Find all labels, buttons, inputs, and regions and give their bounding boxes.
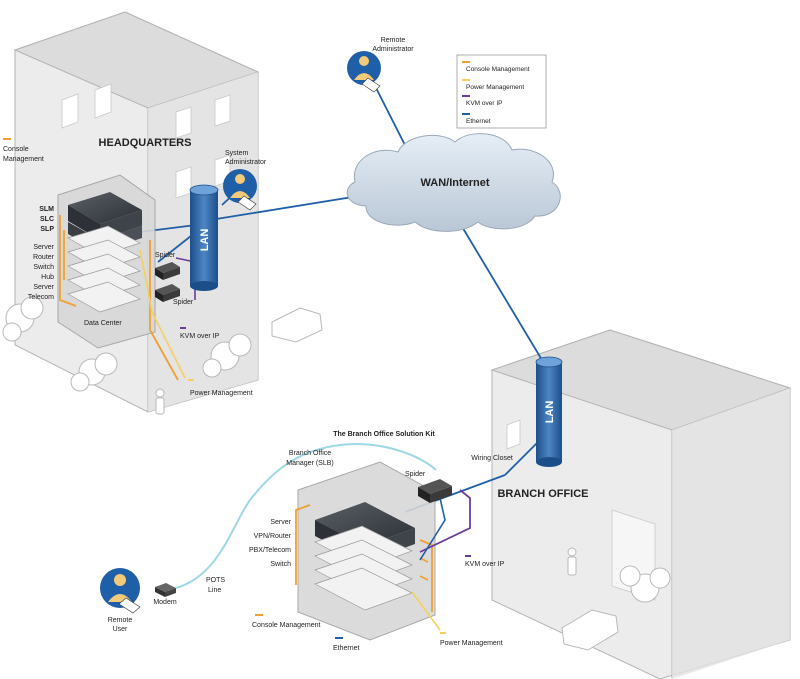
- legend-item-ethernet: Ethernet: [462, 113, 491, 125]
- hq-spider-label-1: Spider: [155, 252, 176, 259]
- pots-line: [175, 443, 437, 589]
- hq-rack: [57, 174, 196, 381]
- hq-lan-cylinder: LAN: [189, 184, 219, 291]
- branch-device-label: PBX/Telecom: [249, 547, 291, 554]
- spider-device-hq-2: [155, 284, 180, 302]
- hq-spider-label-2: Spider: [173, 299, 194, 306]
- spider-device-branch: [418, 479, 452, 503]
- branch-console-label: Console Management: [252, 622, 321, 629]
- ethernet-links: [139, 79, 546, 513]
- hq-device-labels: SLM SLC SLP Server Router Switch Hub Ser…: [28, 206, 55, 301]
- remote-administrator-icon: [347, 51, 381, 93]
- legend-label: Ethernet: [466, 118, 491, 125]
- branch-rack: [295, 461, 471, 641]
- system-administrator-icon: [223, 169, 257, 211]
- wiring-closet-label: Wiring Closet: [471, 455, 513, 462]
- remote-admin-label-2: Administrator: [372, 46, 414, 53]
- hq-device-label: Hub: [41, 274, 54, 281]
- sys-admin-label-1: System: [225, 150, 249, 157]
- remote-user-label-1: Remote: [108, 617, 133, 624]
- legend-item-power: Power Management: [462, 79, 524, 91]
- pots-label-1: POTS: [206, 577, 225, 584]
- hq-console-label-1: Console: [3, 146, 29, 153]
- hq-power-label: Power Management: [190, 390, 253, 397]
- scenery: [2, 296, 671, 651]
- kit-title: The Branch Office Solution Kit: [333, 431, 435, 438]
- spider-device-hq-1: [155, 262, 180, 280]
- legend-label: Console Management: [466, 66, 530, 73]
- modem-label: Modem: [153, 599, 177, 606]
- branch-device-label: Server: [270, 519, 291, 526]
- branch-kvm-label: KVM over IP: [465, 561, 505, 568]
- legend-label: KVM over IP: [466, 100, 502, 107]
- branch-office-title: BRANCH OFFICE: [497, 488, 588, 500]
- wan-label: WAN/Internet: [420, 177, 489, 189]
- legend-item-kvm: KVM over IP: [462, 95, 502, 107]
- branch-manager-label-2: Manager (SLB): [286, 460, 333, 467]
- remote-user-icon: [100, 568, 141, 614]
- wan-cloud: WAN/Internet: [346, 133, 561, 232]
- hq-device-label: SLM: [39, 206, 54, 213]
- remote-user-label-2: User: [113, 626, 128, 633]
- branch-device-label: VPN/Router: [254, 533, 292, 540]
- branch-ethernet-label: Ethernet: [333, 645, 360, 652]
- hq-device-label: Server: [33, 284, 54, 291]
- headquarters-title: HEADQUARTERS: [99, 137, 192, 149]
- legend: Console Management Power Management KVM …: [456, 54, 547, 129]
- branch-lan-label: LAN: [544, 401, 556, 424]
- modem-device: [155, 583, 176, 597]
- hq-console-label-2: Management: [3, 156, 44, 163]
- data-center-label: Data Center: [84, 320, 122, 327]
- hq-device-label: Server: [33, 244, 54, 251]
- remote-admin-label-1: Remote: [381, 37, 406, 44]
- branch-manager-label-1: Branch Office: [289, 450, 331, 457]
- legend-label: Power Management: [466, 84, 524, 91]
- hq-device-label: SLP: [40, 226, 54, 233]
- hq-lan-label: LAN: [199, 229, 211, 252]
- hq-device-label: Router: [33, 254, 55, 261]
- legend-item-console: Console Management: [462, 61, 530, 73]
- hq-device-label: Switch: [33, 264, 54, 271]
- branch-lan-cylinder: LAN: [535, 356, 563, 467]
- hq-device-label: Telecom: [28, 294, 54, 301]
- branch-spider-label: Spider: [405, 471, 426, 478]
- sys-admin-label-2: Administrator: [225, 159, 267, 166]
- branch-device-labels: Server VPN/Router PBX/Telecom Switch: [249, 519, 292, 568]
- pots-label-2: Line: [208, 587, 221, 594]
- branch-device-label: Switch: [270, 561, 291, 568]
- hq-kvm-label: KVM over IP: [180, 333, 220, 340]
- hq-device-label: SLC: [40, 216, 54, 223]
- branch-power-label: Power Management: [440, 640, 503, 647]
- branch-office-building: [490, 329, 792, 679]
